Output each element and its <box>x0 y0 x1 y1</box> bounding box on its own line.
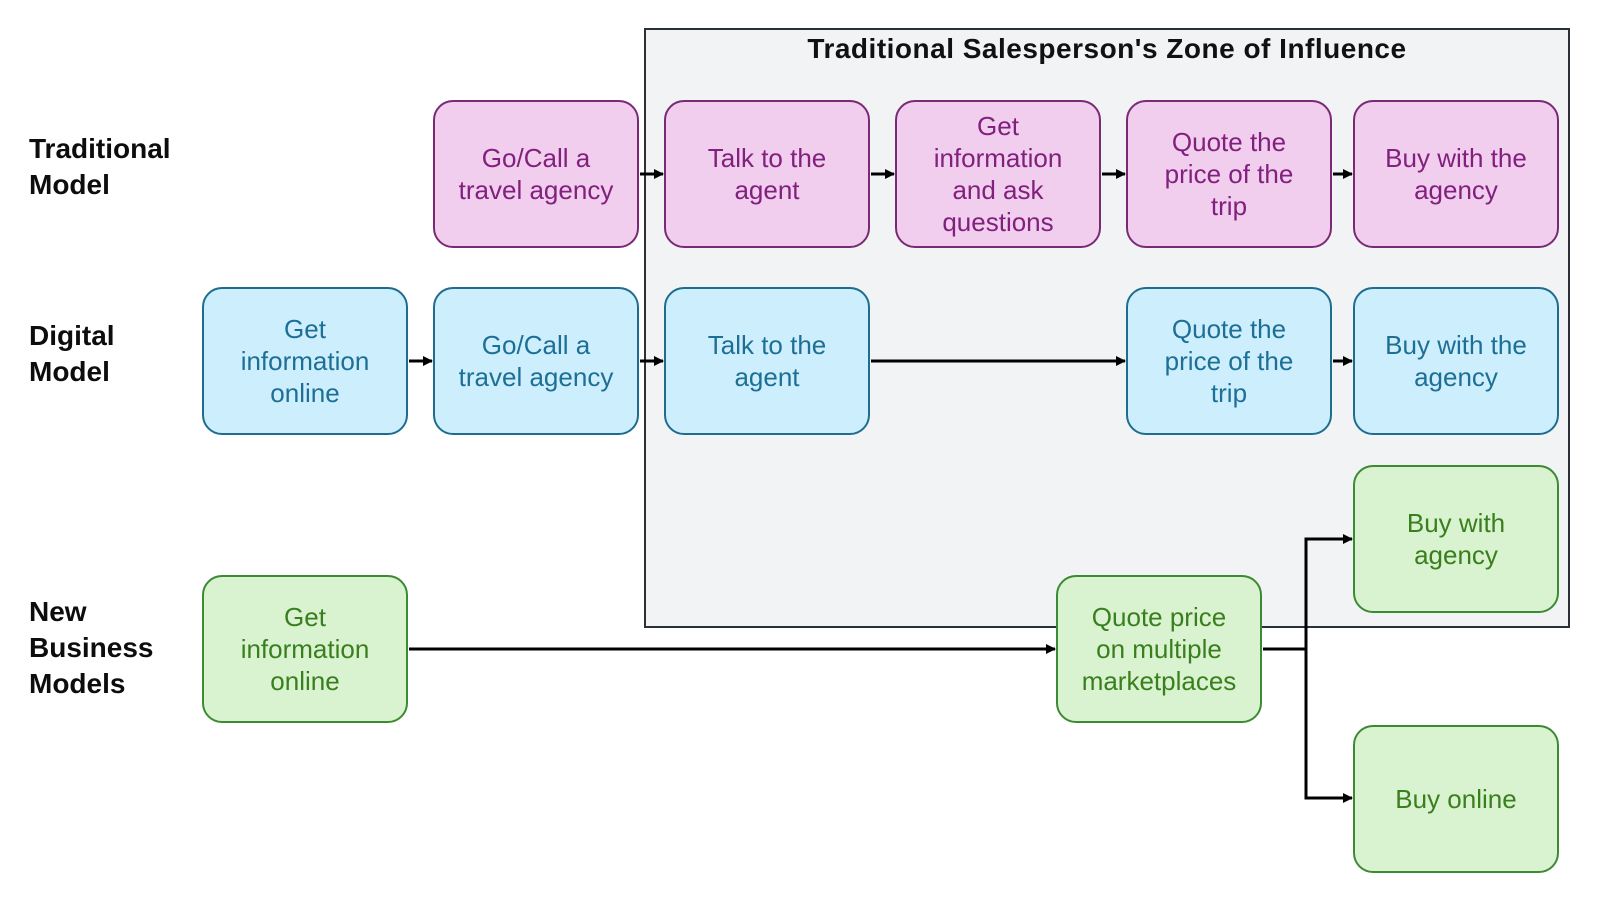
step-text: agency <box>1414 540 1498 570</box>
step-text: trip <box>1210 378 1248 408</box>
step-text: information <box>240 634 370 664</box>
new-buy-online-step: Buy online <box>1353 725 1559 873</box>
row-label-line: Model <box>29 169 110 200</box>
row-label-line: Model <box>29 356 110 387</box>
step-text: trip <box>1210 191 1248 221</box>
step-text: online <box>270 378 340 408</box>
step-text: on multiple <box>1096 634 1222 664</box>
step-text: travel agency <box>458 175 614 205</box>
step-text: Get <box>284 314 326 344</box>
step-text: agency <box>1414 362 1498 392</box>
step-text: agent <box>734 175 800 205</box>
row-label-line: Business <box>29 632 154 663</box>
row-label-line: New <box>29 596 87 627</box>
row-label-traditional: Traditional Model <box>29 131 171 203</box>
step-text: Talk to the <box>707 143 827 173</box>
step-text: Get <box>977 111 1019 141</box>
step-text: and ask <box>952 175 1044 205</box>
step-text: questions <box>942 207 1054 237</box>
step-text: Buy with <box>1406 508 1506 538</box>
step-text: information <box>933 143 1063 173</box>
step-text: Buy online <box>1395 784 1517 814</box>
row-label-digital: Digital Model <box>29 318 115 390</box>
step-text: information <box>240 346 370 376</box>
step-text: Buy with the <box>1385 143 1527 173</box>
step-text: Talk to the <box>707 330 827 360</box>
step-text: agent <box>734 362 800 392</box>
arrow-new-to-online <box>1304 649 1353 803</box>
step-text: price of the <box>1164 346 1294 376</box>
step-text: Buy with the <box>1385 330 1527 360</box>
row-label-line: Traditional <box>29 133 171 164</box>
step-text: Quote the <box>1171 127 1287 157</box>
step-text: Go/Call a <box>481 143 591 173</box>
zone-title: Traditional Salesperson's Zone of Influe… <box>807 33 1407 64</box>
step-text: Quote price <box>1091 602 1227 632</box>
step-text: price of the <box>1164 159 1294 189</box>
step-text: Get <box>284 602 326 632</box>
step-text: marketplaces <box>1081 666 1237 696</box>
row-label-new-business: New Business Models <box>29 594 154 702</box>
step-text: agency <box>1414 175 1498 205</box>
step-text: Quote the <box>1171 314 1287 344</box>
step-text: online <box>270 666 340 696</box>
row-label-line: Models <box>29 668 126 699</box>
step-text: Go/Call a <box>481 330 591 360</box>
step-text: travel agency <box>458 362 614 392</box>
row-label-line: Digital <box>29 320 115 351</box>
